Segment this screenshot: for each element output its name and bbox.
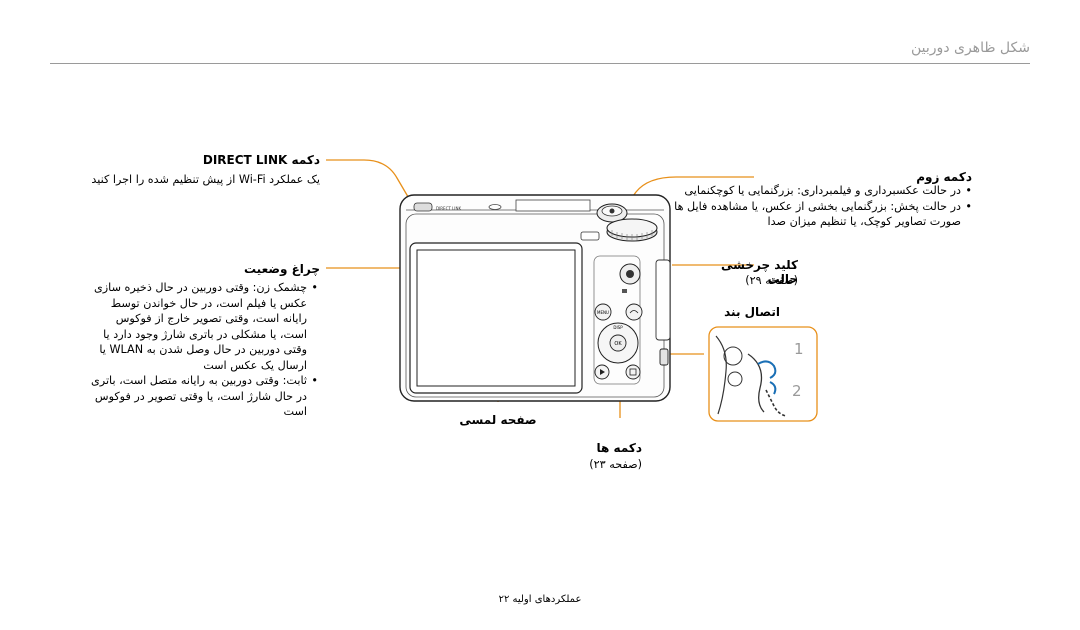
status-lamp — [622, 289, 627, 293]
ok-button — [609, 334, 627, 352]
menu-button — [594, 303, 612, 321]
buttons-page: (صفحه ۲۳) — [589, 458, 642, 471]
touch-screen — [416, 249, 576, 387]
delete-button — [625, 364, 641, 380]
direct-link-camera-text: DIRECT LINK — [436, 206, 461, 211]
strap-label: اتصال بند — [724, 305, 780, 319]
strap-arrow-one — [757, 360, 777, 379]
back-button — [625, 303, 643, 321]
strap-eyelet — [659, 348, 669, 366]
zoom-list: در حالت عکسبرداری و فیلمبرداری: بزرگنمای… — [640, 183, 972, 230]
zoom-label: دکمه زوم — [916, 170, 972, 184]
strap-step-one: 1 — [794, 340, 804, 358]
direct-link-desc: یک عملکرد Wi-Fi از پیش تنظیم شده را اجرا… — [91, 173, 320, 186]
callout-line-zoom — [618, 176, 754, 216]
mode-dial-page: (صفحه ۲۹) — [745, 274, 798, 287]
direct-link-label: دکمه DIRECT LINK — [202, 153, 320, 167]
callout-line-direct-link — [326, 159, 415, 208]
buttons-label: دکمه ها — [596, 441, 642, 455]
svg-text:OK: OK — [614, 341, 622, 347]
strap-inset: 1 2 — [708, 326, 818, 422]
strap-arrow-two — [769, 381, 777, 395]
header-divider — [50, 63, 1030, 64]
zoom-item: در حالت عکسبرداری و فیلمبرداری: بزرگنمای… — [640, 183, 972, 199]
mode-dial-label: کلید چرخشی حالت — [721, 258, 798, 286]
status-lamp-label: چراغ وضعیت — [243, 262, 320, 276]
zoom-item: در حالت پخش: بزرگنمایی بخشی از عکس، یا م… — [640, 199, 972, 230]
svg-text:DISP: DISP — [613, 325, 623, 330]
status-lamp-item: ثابت: وقتی دوربین به رایانه متصل است، با… — [88, 373, 318, 420]
touch-screen-label: صفحه لمسی — [459, 413, 537, 427]
direct-link-button — [413, 202, 433, 212]
section-title: شکل ظاهری دوربین — [911, 40, 1030, 56]
page-footer: عملکردهای اولیه ۲۲ — [498, 594, 582, 605]
svg-text:MENU: MENU — [597, 310, 609, 315]
strap-inset-frame — [708, 326, 818, 422]
camera-illustration: DIRECT LINK MENU OK DISP — [399, 194, 671, 402]
status-lamp-item: چشمک زن: وقتی دوربین در حال ذخیره سازی ع… — [88, 280, 318, 373]
status-lamp-list: چشمک زن: وقتی دوربین در حال ذخیره سازی ع… — [88, 280, 318, 420]
strap-step-two: 2 — [792, 382, 802, 400]
